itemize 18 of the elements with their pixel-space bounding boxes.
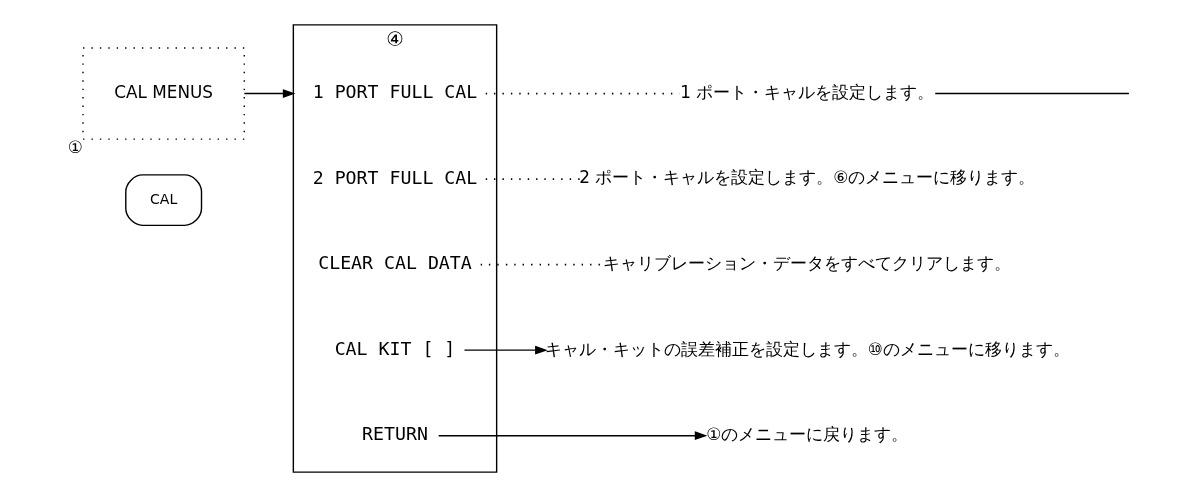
node-text: CAL KIT [ ] (334, 337, 455, 359)
node-text: RETURN (361, 423, 428, 445)
node-text: 1 ポート・キャルを設定します。 (679, 81, 934, 102)
connector (484, 178, 581, 180)
node-text: ①のメニューに戻ります。 (705, 424, 908, 445)
arrow (437, 431, 707, 441)
arrow (463, 345, 548, 355)
node-text: キャル・キットの誤差補正を設定します。⑩のメニューに移ります。 (544, 338, 1070, 359)
node-text: 1 PORT FULL CAL (312, 81, 477, 103)
node-text: 2 ポート・キャルを設定します。⑥のメニューに移ります。 (578, 167, 1035, 188)
arrow (243, 89, 295, 98)
node-label: ① (67, 136, 83, 157)
node-text: 2 PORT FULL CAL (312, 166, 477, 188)
node-box: CAL MENUS (81, 47, 245, 140)
node-text: CLEAR CAL DATA (317, 252, 472, 274)
node-box: CAL (124, 174, 202, 227)
node-text: キャリブレーション・データをすべてクリアします。 (602, 252, 1011, 273)
connector (934, 92, 1130, 95)
